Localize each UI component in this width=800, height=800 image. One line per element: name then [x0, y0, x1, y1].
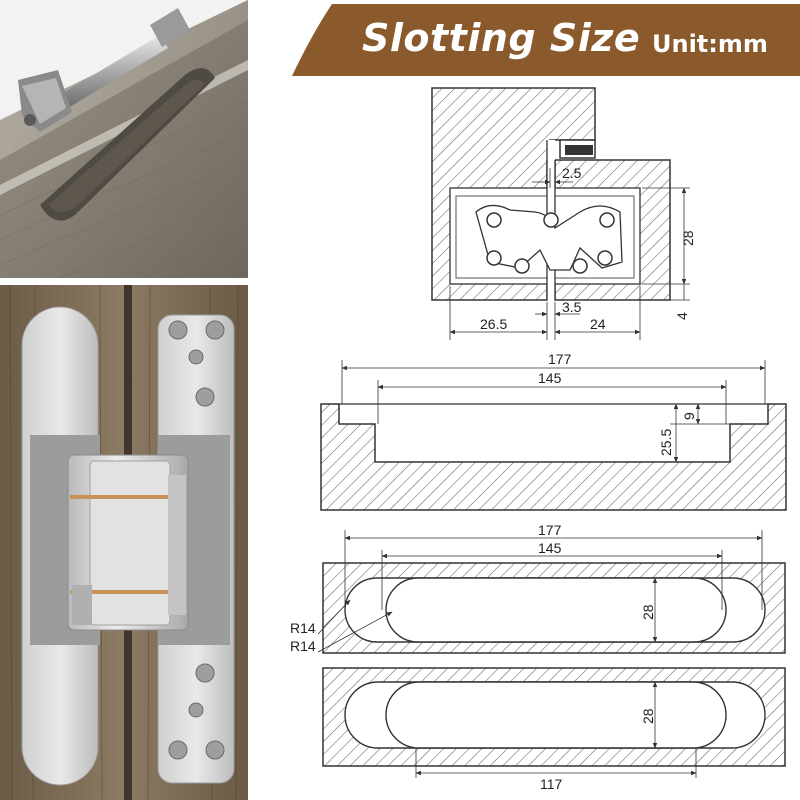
- drill-bit-on-wood-icon: [0, 0, 248, 278]
- dim-top2-width: 28: [640, 708, 656, 724]
- dim-bottom-offset: 4: [674, 312, 690, 320]
- dim-top1-outer-radius: R14: [290, 620, 316, 636]
- banner-unit: Unit:mm: [652, 30, 768, 58]
- banner-title: Slotting Size: [362, 16, 641, 60]
- cross-section-drawing: 2.5 28 4 26.5 3.5 24: [431, 87, 696, 340]
- dim-top1-overall: 177: [538, 522, 562, 538]
- dim-top1-inner-radius: R14: [290, 638, 316, 654]
- dim-top1-inner: 145: [538, 540, 562, 556]
- banner-background: [292, 4, 800, 76]
- dim-left-width: 26.5: [480, 316, 507, 332]
- dim-profile-step: 9: [681, 412, 697, 420]
- dim-height: 28: [680, 230, 696, 246]
- photo-hinge: [0, 285, 248, 800]
- dim-profile-inner: 145: [538, 370, 562, 386]
- dim-center-gap: 3.5: [562, 299, 582, 315]
- dim-gap: 2.5: [562, 165, 582, 181]
- dim-right-width: 24: [590, 316, 606, 332]
- title-banner: Slotting Size Unit:mm: [292, 4, 800, 76]
- dim-top2-straight: 117: [540, 776, 563, 792]
- photo-drill-slot: [0, 0, 248, 278]
- dim-profile-depth: 25.5: [658, 429, 674, 456]
- dim-profile-overall: 177: [548, 351, 572, 367]
- top-view-1-drawing: 177 145 28 R14 R14: [290, 522, 786, 654]
- dim-top1-width: 28: [640, 604, 656, 620]
- concealed-hinge-icon: [0, 285, 248, 800]
- top-view-2-drawing: 28 117: [322, 667, 786, 792]
- technical-drawings: 2.5 28 4 26.5 3.5 24 177 145: [290, 87, 787, 792]
- side-profile-drawing: 177 145 25.5 9: [320, 351, 787, 511]
